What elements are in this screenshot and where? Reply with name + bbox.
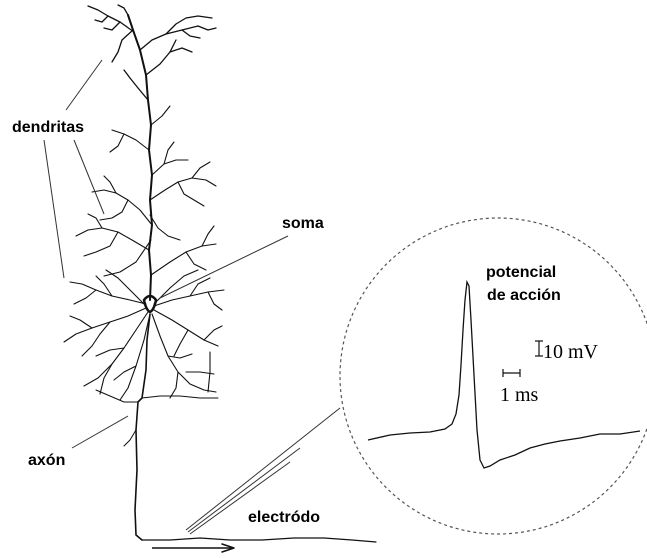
- pointer-dendrites-top: [66, 60, 102, 110]
- apical-tuft: [88, 5, 216, 100]
- label-scale-voltage: 10 mV: [543, 341, 599, 363]
- label-electrode: electródo: [248, 509, 320, 526]
- axon-terminal: [142, 538, 376, 542]
- apical-dendrite-trunk: [128, 15, 152, 300]
- label-axon: axón: [28, 452, 65, 469]
- axon-collaterals: [96, 390, 218, 446]
- label-soma: soma: [282, 215, 324, 232]
- label-action-potential-line2: de acción: [487, 287, 561, 304]
- label-scale-time: 1 ms: [500, 384, 539, 406]
- label-action-potential-line1: potencial: [486, 264, 556, 281]
- scale-bar-time: [503, 369, 520, 377]
- pointer-dendrites-low: [44, 140, 64, 278]
- scale-bar-voltage: [535, 341, 543, 356]
- oblique-dendrites: [76, 106, 216, 276]
- axon-line: [135, 314, 150, 540]
- action-potential-trace: [368, 282, 640, 468]
- pointer-lines: [44, 60, 340, 534]
- pointer-axon: [72, 416, 128, 448]
- label-dendrites: dendritas: [12, 119, 84, 136]
- recording-inset: potencial de acción 10 mV 1 ms: [340, 218, 647, 534]
- pointer-soma: [160, 236, 288, 298]
- neuron-drawing: [64, 5, 376, 552]
- propagation-arrow: [152, 544, 234, 552]
- pointer-dendrites-mid: [74, 140, 104, 214]
